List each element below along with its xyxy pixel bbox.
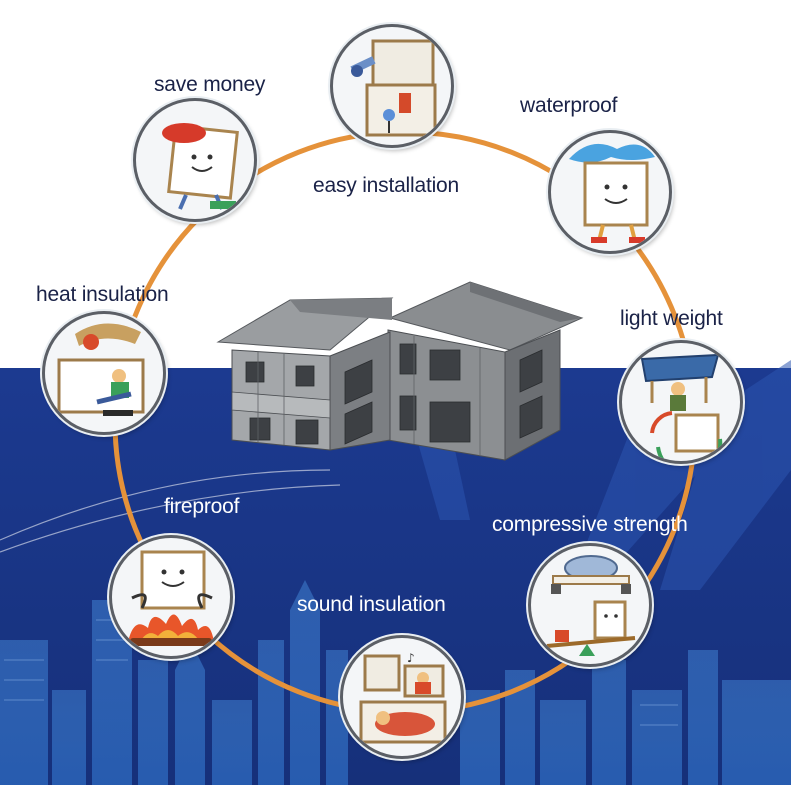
label-waterproof: waterproof bbox=[520, 94, 618, 117]
svg-text:♪: ♪ bbox=[407, 651, 415, 665]
city-skyline bbox=[0, 580, 791, 785]
panel-sleeping-quiet-icon: ♪ bbox=[359, 651, 447, 744]
easy-installation-node bbox=[330, 24, 454, 148]
skyline-windows bbox=[4, 619, 678, 726]
compressive-strength-node bbox=[528, 543, 652, 667]
sound-insulation-node: ♪ bbox=[340, 635, 464, 759]
label-compressive-strength: compressive strength bbox=[492, 513, 688, 536]
light-weight-node bbox=[619, 340, 743, 464]
panel-load-balance-icon bbox=[546, 555, 636, 656]
save-money-node bbox=[133, 98, 257, 222]
panel-carry-rotate-icon bbox=[640, 353, 723, 461]
label-easy-installation: easy installation bbox=[313, 174, 460, 197]
fireproof-node bbox=[109, 535, 233, 659]
wall-panel-drill-icon bbox=[350, 39, 437, 137]
smiling-panel-over-fire-icon bbox=[128, 550, 214, 646]
label-save-money: save money bbox=[154, 73, 266, 96]
label-light-weight: light weight bbox=[620, 307, 723, 330]
label-heat-insulation: heat insulation bbox=[36, 283, 169, 306]
light-swoosh bbox=[0, 469, 341, 553]
smiling-panel-money-icon bbox=[162, 123, 239, 210]
heat-insulation-node bbox=[42, 311, 166, 435]
label-fireproof: fireproof bbox=[164, 495, 240, 518]
label-sound-insulation: sound insulation bbox=[297, 593, 446, 616]
gray-two-story-house-icon bbox=[216, 281, 584, 461]
smiling-panel-water-splash-icon bbox=[569, 143, 655, 243]
panel-sun-shade-icon bbox=[57, 323, 145, 416]
waterproof-node bbox=[548, 130, 672, 254]
